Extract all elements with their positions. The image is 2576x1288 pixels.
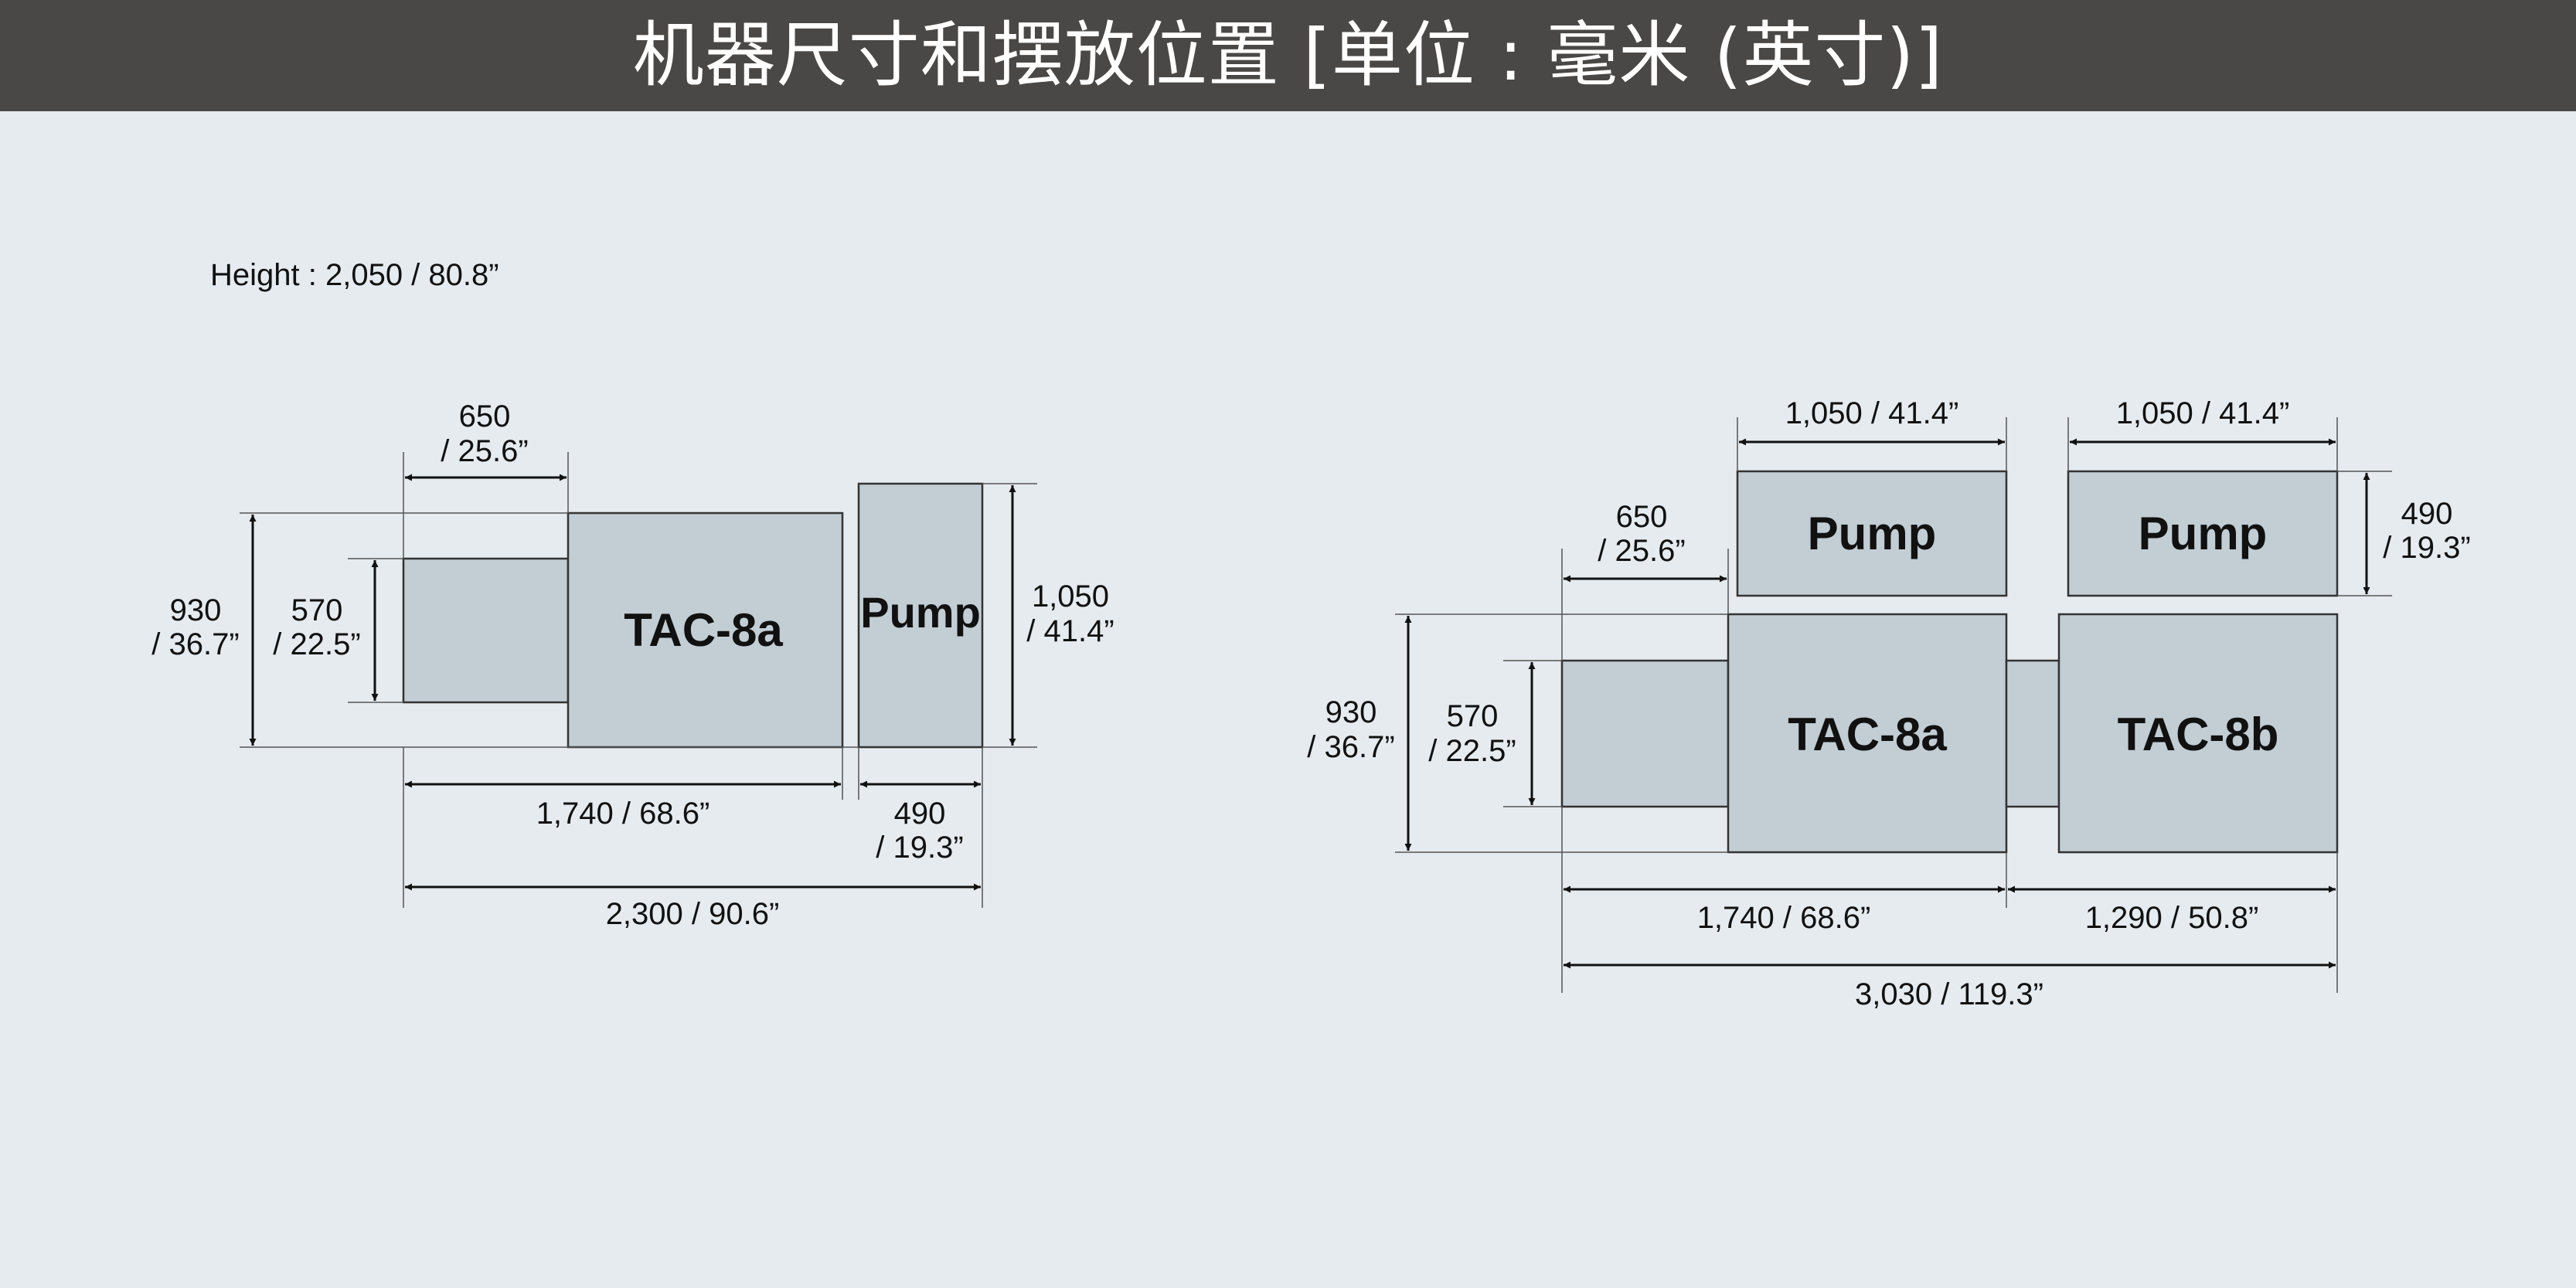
left-pump-label: Pump (860, 588, 981, 637)
height-note: Height : 2,050 / 80.8” (210, 258, 499, 292)
right-tac-8b-box (2057, 613, 2339, 854)
dim-650-in: / 25.6” (1598, 534, 1685, 568)
dim-pump1-width: 1,050 / 41.4” (1785, 396, 1959, 430)
right-tac-8b-label: TAC-8b (2118, 709, 2279, 760)
right-pump-2-box (2067, 470, 2339, 597)
dim-930-in: / 36.7” (151, 627, 239, 661)
left-layout: Height : 2,050 / 80.8” TAC-8a Pump 650 /… (151, 258, 1114, 931)
dim-650-mm: 650 (459, 399, 511, 433)
right-pump-1-box (1736, 470, 2008, 597)
dim-570-mm: 570 (1447, 699, 1499, 733)
dim-930-mm: 930 (170, 593, 222, 627)
left-pump-box (857, 482, 984, 749)
dim-570-in: / 22.5” (273, 627, 360, 661)
dim-490-mm: 490 (894, 797, 946, 831)
right-pump-2-label: Pump (2139, 508, 2268, 559)
dim-570-mm: 570 (291, 593, 343, 627)
left-loader-box (402, 557, 570, 704)
dim-930-mm: 930 (1325, 695, 1377, 729)
dim-pump2-width: 1,050 / 41.4” (2116, 396, 2290, 430)
right-tac-8a-box (1727, 613, 2008, 854)
dim-570-in: / 22.5” (1428, 734, 1516, 768)
dim-490-mm: 490 (2401, 497, 2453, 531)
dim-930-in: / 36.7” (1307, 730, 1394, 764)
dim-1290: 1,290 / 50.8” (2085, 901, 2259, 935)
right-pump-1-label: Pump (1808, 508, 1937, 559)
right-connector-box (2005, 659, 2060, 808)
left-tac-8a-label: TAC-8a (624, 604, 783, 656)
right-loader-box (1560, 659, 1730, 808)
title-bar: 机器尺寸和摆放位置 [单位 : 毫米 (英寸)] (0, 0, 2576, 111)
dim-650-in: / 25.6” (441, 434, 528, 468)
right-layout: Pump Pump TAC-8a TAC-8b 1,050 / 41.4” 1,… (1307, 396, 2470, 1011)
page-title: 机器尺寸和摆放位置 [单位 : 毫米 (英寸)] (632, 14, 1944, 97)
dim-3030: 3,030 / 119.3” (1855, 977, 2043, 1011)
dim-1050-in: / 41.4” (1026, 614, 1114, 648)
right-tac-8a-label: TAC-8a (1788, 709, 1947, 760)
dim-650-mm: 650 (1616, 500, 1668, 534)
dim-1740: 1,740 / 68.6” (536, 797, 710, 831)
dim-490-in: / 19.3” (2383, 531, 2470, 565)
dim-490-in: / 19.3” (876, 831, 963, 865)
dim-1740: 1,740 / 68.6” (1697, 901, 1871, 935)
dim-2300: 2,300 / 90.6” (606, 897, 780, 931)
dim-1050-mm: 1,050 (1032, 579, 1109, 613)
